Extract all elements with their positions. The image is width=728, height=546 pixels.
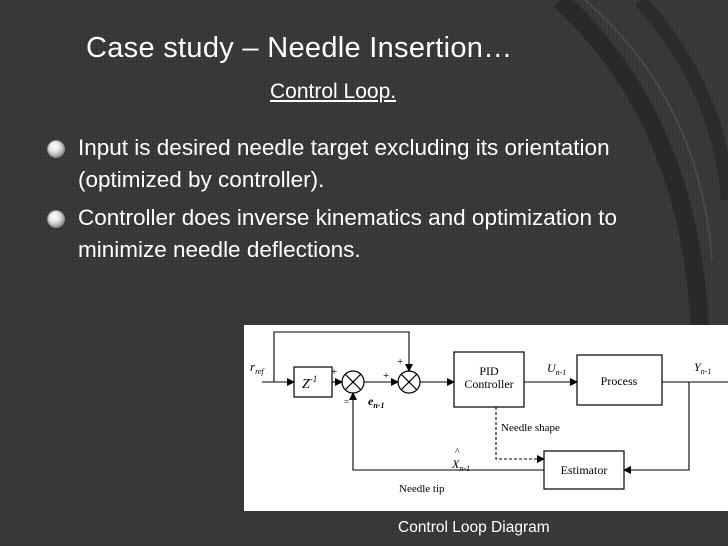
needle-shape-label: Needle shape <box>501 422 560 434</box>
svg-text:Xn-1: Xn-1 <box>451 457 470 473</box>
svg-text:^: ^ <box>455 447 460 458</box>
process-block <box>576 354 663 406</box>
bullet-icon <box>48 211 64 227</box>
bullet-item: Controller does inverse kinematics and o… <box>44 202 624 266</box>
plus-sign: + <box>331 366 337 378</box>
bullet-item: Input is desired needle target excluding… <box>44 132 624 196</box>
plus-sign: + <box>397 356 403 368</box>
input-label: rref <box>250 359 265 376</box>
control-signal-label: Un-1 <box>547 361 566 377</box>
estimate-label: ^ Xn-1 <box>451 447 470 473</box>
controller-label-line1: PID <box>479 364 499 378</box>
bullet-list: Input is desired needle target excluding… <box>44 132 624 272</box>
bullet-text: Input is desired needle target excluding… <box>78 135 610 192</box>
plus-sign: + <box>383 370 389 382</box>
controller-label-line2: Controller <box>464 377 513 391</box>
signal-connectors <box>262 331 728 474</box>
summing-junction-2 <box>397 370 421 394</box>
needle-tip-label: Needle tip <box>399 483 445 495</box>
estimator-block <box>543 450 625 490</box>
output-label: Yn-1 <box>694 360 711 376</box>
bullet-icon <box>48 141 64 157</box>
slide-subtitle: Control Loop. <box>270 80 397 103</box>
error-label: en-1 <box>368 394 384 410</box>
diagram-caption: Control Loop Diagram <box>398 519 550 536</box>
estimator-label: Estimator <box>561 463 608 477</box>
pid-controller-block <box>453 351 525 408</box>
bullet-text: Controller does inverse kinematics and o… <box>78 205 618 262</box>
process-label: Process <box>601 374 638 388</box>
control-loop-diagram: rref Z-1 + + + = en-1 PID Controller Un-… <box>244 325 728 511</box>
delay-label: Z-1 <box>302 374 317 392</box>
delay-block <box>293 366 333 398</box>
summing-junction-1 <box>341 370 365 394</box>
minus-sign: = <box>344 397 349 407</box>
slide-title: Case study – Needle Insertion… <box>86 32 513 64</box>
